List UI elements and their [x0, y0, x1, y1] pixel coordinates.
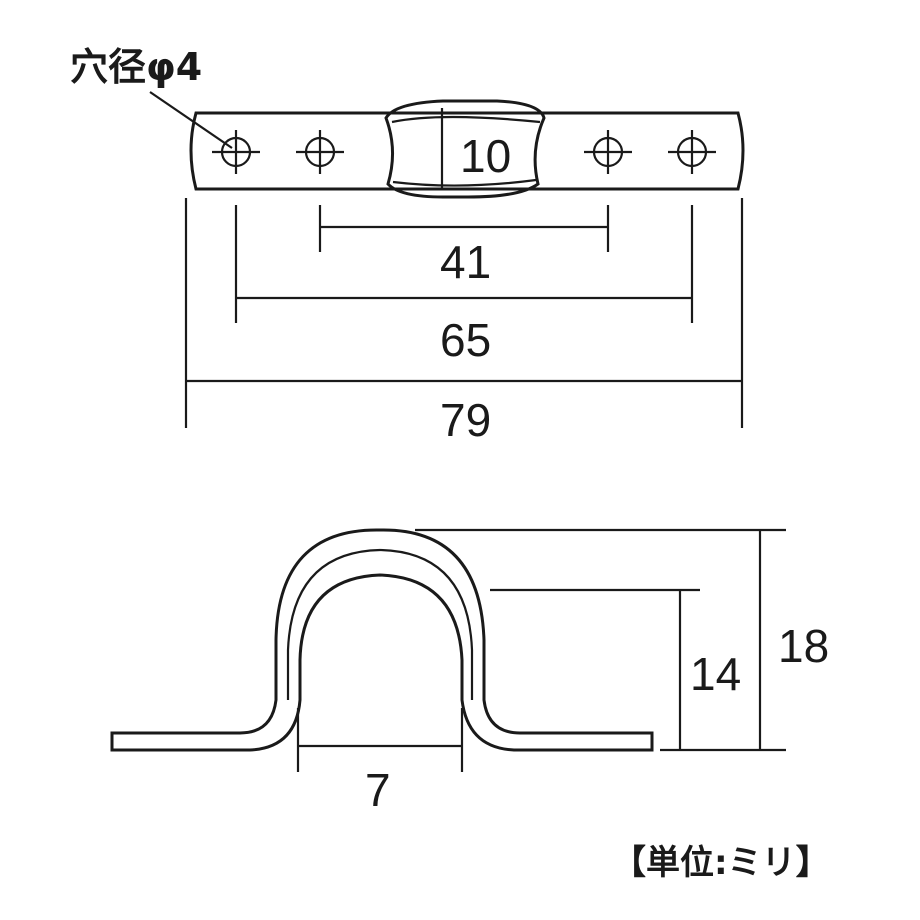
saddle-inner-line — [391, 115, 541, 124]
strap-profile-mid — [286, 548, 474, 700]
saddle-inner-line-bottom — [392, 178, 537, 187]
dim-65 — [234, 205, 694, 323]
strap-outline — [189, 111, 745, 191]
dim-18-label: 18 — [778, 620, 829, 672]
dim-7 — [296, 708, 464, 772]
hole-3 — [584, 130, 632, 174]
dim-18 — [415, 528, 786, 750]
dim-14 — [490, 588, 786, 752]
dim-7-label: 7 — [365, 764, 391, 816]
dim-79 — [184, 198, 744, 428]
hole-4 — [668, 130, 716, 174]
hole-2 — [296, 130, 344, 174]
dim-65-label: 65 — [440, 314, 491, 366]
hole-diameter-note: 穴径φ4 — [70, 45, 202, 89]
strap-profile-outer — [110, 528, 654, 752]
dim-79-label: 79 — [440, 394, 491, 446]
dim-41-label: 41 — [440, 236, 491, 288]
dim-14-label: 14 — [690, 648, 741, 700]
hole-1 — [212, 130, 260, 174]
hole-leader — [149, 91, 233, 149]
side-view: 7 14 18 — [110, 528, 829, 816]
dim-41 — [318, 205, 610, 252]
dim-10-label: 10 — [460, 130, 511, 182]
unit-note: 【単位:ミリ】 — [612, 843, 830, 883]
saddle-outline — [384, 99, 546, 199]
top-view: 穴径φ4 10 41 65 79 — [70, 45, 745, 446]
